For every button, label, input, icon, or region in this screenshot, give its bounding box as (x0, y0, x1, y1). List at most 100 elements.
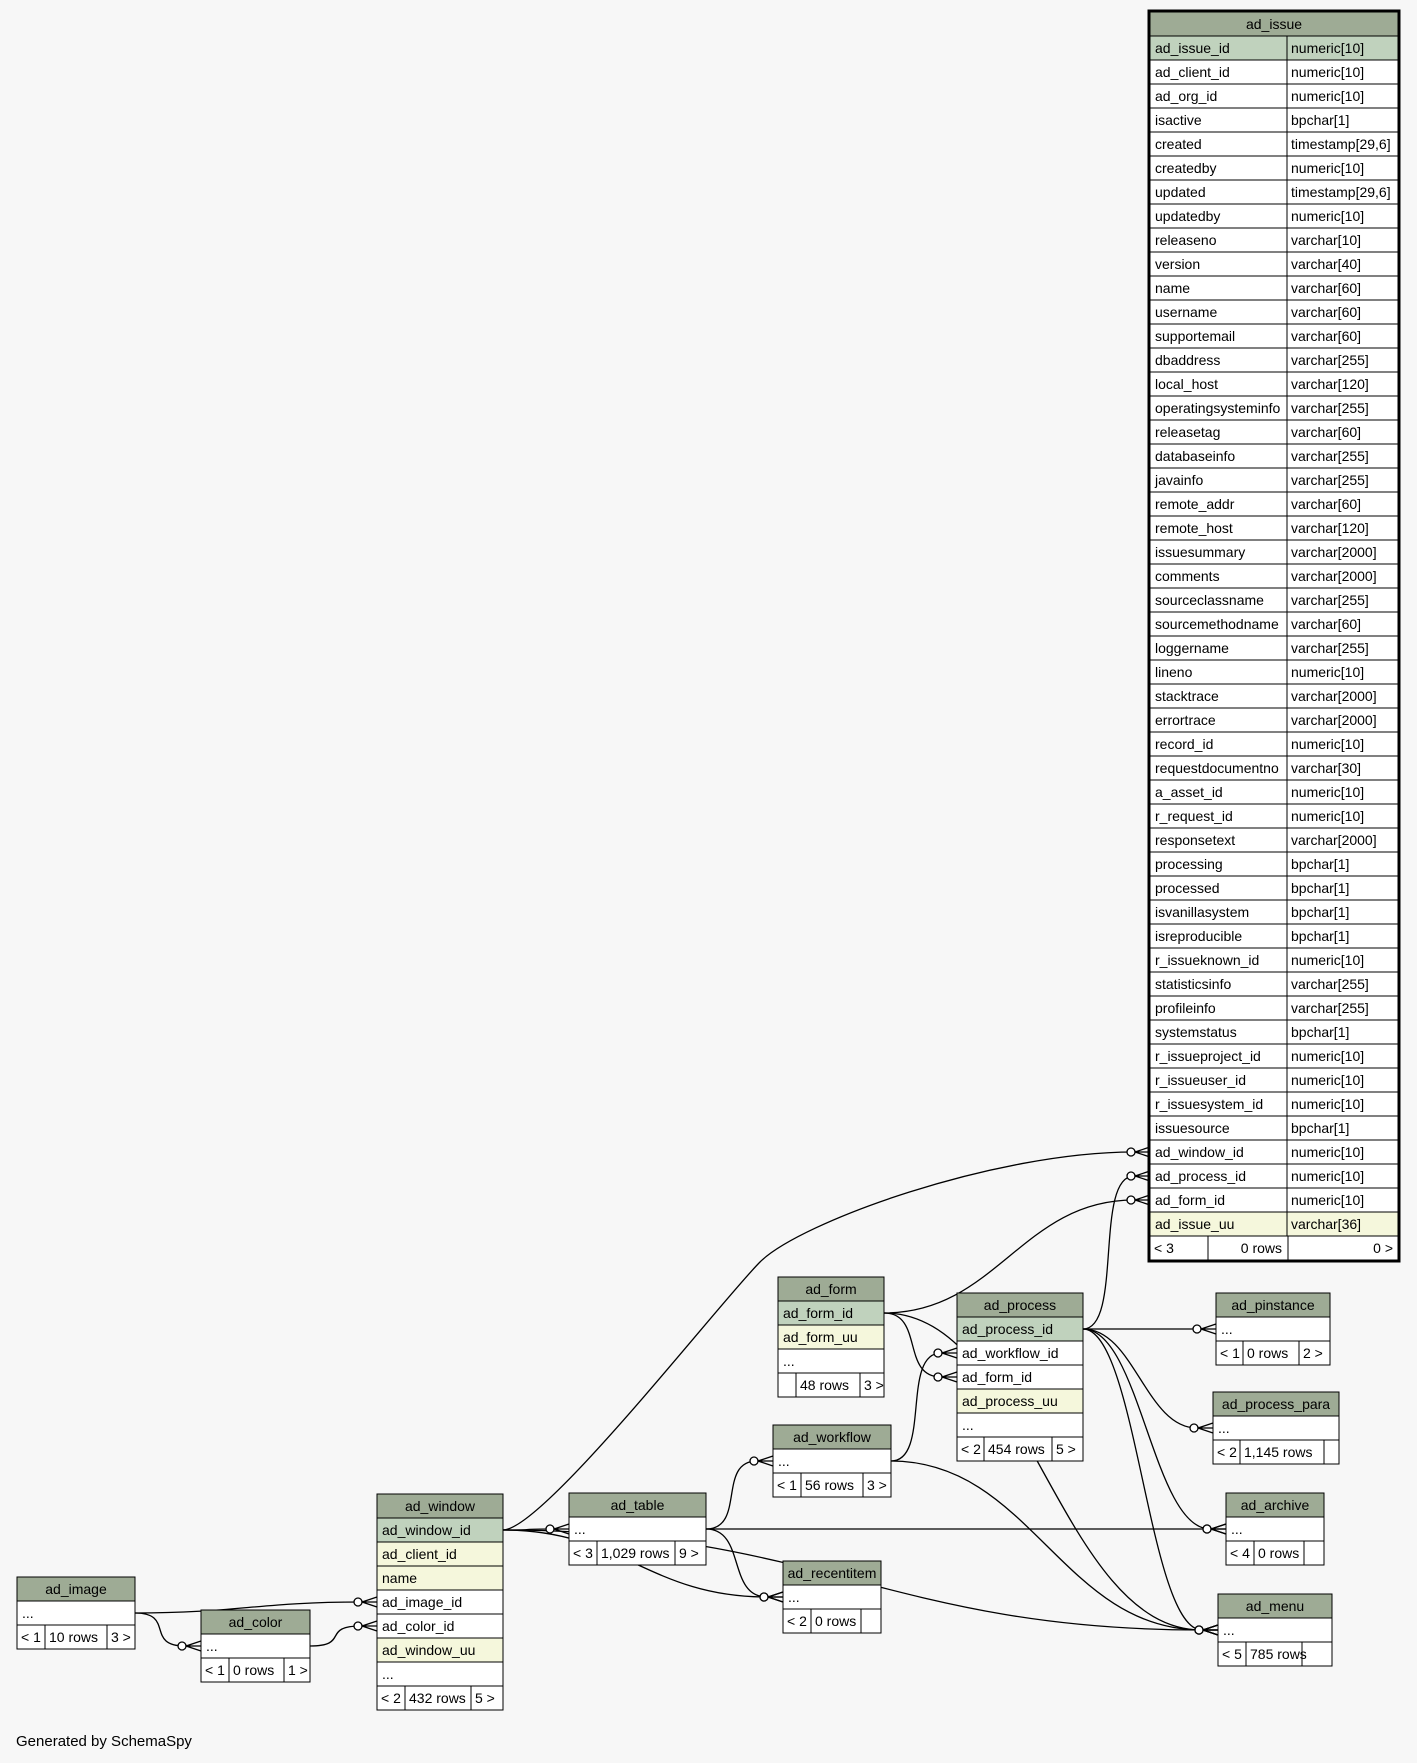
column-row (1149, 587, 1399, 613)
relationship-ad_process-to-ad_issue (1082, 1175, 1135, 1330)
column-name: ... (783, 1353, 795, 1369)
column-name: isvanillasystem (1155, 904, 1249, 920)
column-type: varchar[255] (1291, 592, 1369, 608)
table-footer (1225, 1540, 1325, 1566)
column-name: updated (1155, 184, 1206, 200)
column-name: name (382, 1570, 417, 1586)
row-count: 56 rows (805, 1477, 854, 1493)
column-type: varchar[255] (1291, 400, 1369, 416)
crows-foot-marker (1189, 1422, 1214, 1434)
column-name: issuesource (1155, 1120, 1230, 1136)
column-name: updatedby (1155, 208, 1220, 224)
relationship-ad_color-to-ad_window (309, 1625, 362, 1647)
column-type: varchar[120] (1291, 520, 1369, 536)
column-name: name (1155, 280, 1190, 296)
row-count: 1,029 rows (601, 1545, 669, 1561)
table-header (956, 1292, 1084, 1318)
table-name-ad_table: ad_table (611, 1497, 665, 1513)
column-type: varchar[2000] (1291, 568, 1377, 584)
crows-foot-marker (1126, 1170, 1151, 1182)
column-row (1149, 299, 1399, 325)
crows-foot-marker (545, 1523, 570, 1535)
column-type: bpchar[1] (1291, 928, 1349, 944)
table-header (376, 1493, 504, 1519)
column-row (1149, 611, 1399, 637)
crows-foot-marker (1126, 1146, 1151, 1158)
table-name-ad_process: ad_process (984, 1297, 1056, 1313)
column-row (376, 1517, 504, 1543)
column-type: numeric[10] (1291, 1096, 1364, 1112)
column-name: remote_host (1155, 520, 1233, 536)
table-header (16, 1576, 136, 1602)
row-count: 48 rows (800, 1377, 849, 1393)
table-footer (376, 1685, 504, 1711)
column-row (376, 1589, 504, 1615)
children-link: 5 > (475, 1690, 495, 1706)
column-row (1149, 1067, 1399, 1093)
parents-link: < 2 (1217, 1444, 1237, 1460)
column-name: ... (22, 1605, 34, 1621)
column-name: responsetext (1155, 832, 1235, 848)
column-name: a_asset_id (1155, 784, 1223, 800)
table-ad_window[interactable]: ad_windowad_window_idad_client_idnamead_… (376, 1493, 504, 1711)
column-type: varchar[30] (1291, 760, 1361, 776)
column-name: ad_workflow_id (962, 1345, 1059, 1361)
column-name: r_issueknown_id (1155, 952, 1259, 968)
column-row (200, 1633, 311, 1659)
column-name: processing (1155, 856, 1223, 872)
column-name: ad_issue_uu (1155, 1216, 1234, 1232)
column-row (1149, 1019, 1399, 1045)
relationship-ad_form-to-ad_process (883, 1312, 942, 1378)
column-name: ... (1223, 1622, 1235, 1638)
column-row (1149, 947, 1399, 973)
relationship-ad_form-to-ad_menu (883, 1312, 1203, 1631)
column-type: varchar[2000] (1291, 712, 1377, 728)
row-count: 785 rows (1250, 1646, 1307, 1662)
column-type: bpchar[1] (1291, 904, 1349, 920)
column-row (376, 1661, 504, 1687)
column-name: sourcemethodname (1155, 616, 1279, 632)
column-type: bpchar[1] (1291, 112, 1349, 128)
column-type: varchar[60] (1291, 616, 1361, 632)
column-row (956, 1316, 1084, 1342)
column-type: bpchar[1] (1291, 856, 1349, 872)
column-name: username (1155, 304, 1217, 320)
table-name-ad_archive: ad_archive (1241, 1497, 1310, 1513)
column-row (16, 1600, 136, 1626)
parents-link: < 2 (381, 1690, 401, 1706)
column-name: systemstatus (1155, 1024, 1237, 1040)
table-name-ad_color: ad_color (229, 1614, 283, 1630)
column-row (1149, 971, 1399, 997)
table-name-ad_pinstance: ad_pinstance (1231, 1297, 1315, 1313)
column-name: ... (778, 1453, 790, 1469)
row-count: 0 rows (1247, 1345, 1288, 1361)
table-name-ad_recentitem: ad_recentitem (788, 1565, 877, 1581)
parents-link: < 1 (1220, 1345, 1240, 1361)
column-row (1215, 1316, 1331, 1342)
column-row (1212, 1415, 1340, 1441)
table-footer (782, 1608, 882, 1634)
column-name: isreproducible (1155, 928, 1242, 944)
column-name: ad_org_id (1155, 88, 1217, 104)
table-name-ad_image: ad_image (45, 1581, 107, 1597)
relationship-ad_process-to-ad_archive (1082, 1328, 1211, 1530)
relationship-ad_image-to-ad_color (134, 1612, 186, 1647)
column-name: releaseno (1155, 232, 1217, 248)
column-name: r_request_id (1155, 808, 1233, 824)
table-ad_process[interactable]: ad_processad_process_idad_workflow_idad_… (956, 1292, 1084, 1462)
column-row (1149, 683, 1399, 709)
column-name: ad_form_uu (783, 1329, 858, 1345)
column-name: profileinfo (1155, 1000, 1216, 1016)
crows-foot-marker (353, 1620, 378, 1632)
